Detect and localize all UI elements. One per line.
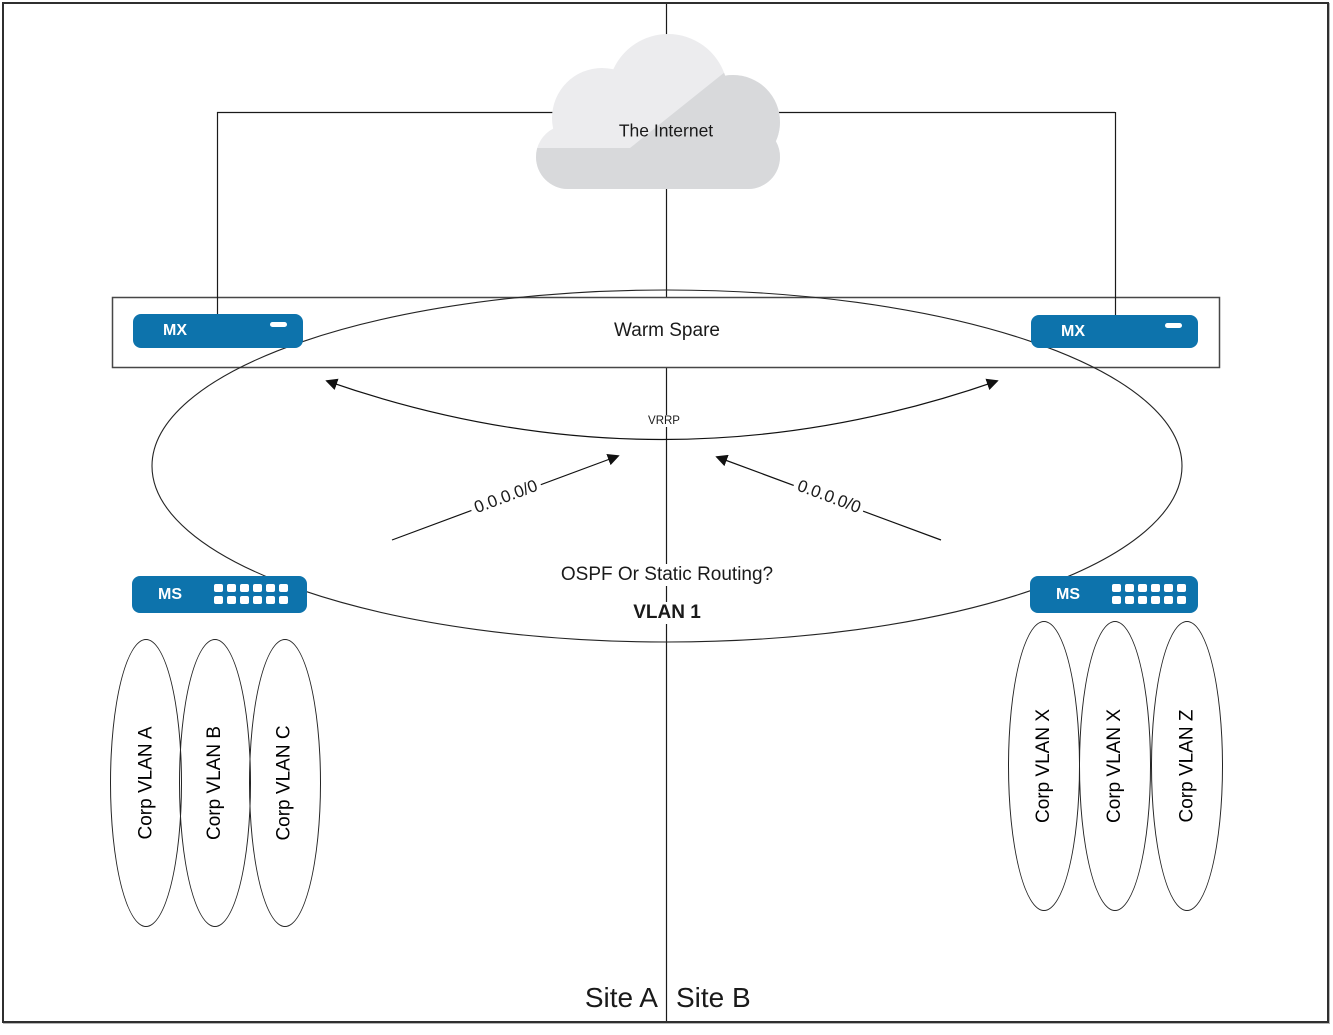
cloud-shape xyxy=(536,34,780,189)
vlan-ellipse-corp-c: Corp VLAN C xyxy=(249,639,321,927)
vlan-label-corp-a: Corp VLAN A xyxy=(135,726,156,840)
site-b-label: Site B xyxy=(676,982,751,1013)
vlan-label-corp-z: Corp VLAN Z xyxy=(1176,709,1198,823)
vlan-ellipse-corp-a: Corp VLAN A xyxy=(110,639,182,927)
site-a-label: Site A xyxy=(584,982,658,1013)
mx-left-label: MX xyxy=(163,322,187,339)
vlan-label-corp-x1: Corp VLAN X xyxy=(1033,708,1055,824)
ms-left-ports-icon xyxy=(214,584,288,604)
internet-cloud xyxy=(536,34,780,189)
internet-label: The Internet xyxy=(618,120,714,141)
vlan-label-corp-x2: Corp VLAN X xyxy=(1104,708,1126,824)
ms-switch-left: MS xyxy=(132,576,307,613)
vlan-ellipse-corp-x2: Corp VLAN X xyxy=(1079,621,1151,911)
vlan-ellipse-corp-x1: Corp VLAN X xyxy=(1008,621,1080,911)
ms-right-ports-icon xyxy=(1112,584,1186,604)
vlan-label-corp-c: Corp VLAN C xyxy=(274,725,296,841)
mx-left-status-led-icon xyxy=(270,322,287,327)
routing-question-label: OSPF Or Static Routing? xyxy=(555,564,779,586)
mx-right-label: MX xyxy=(1061,322,1085,340)
mx-appliance-left: MX xyxy=(133,314,303,348)
vlan-label-corp-b: Corp VLAN B xyxy=(204,725,226,841)
mx-right-status-led-icon xyxy=(1165,323,1182,328)
vlan-ellipse-corp-z: Corp VLAN Z xyxy=(1151,621,1223,911)
vlan-ellipse-corp-b: Corp VLAN B xyxy=(179,639,251,927)
ms-switch-right: MS xyxy=(1030,576,1198,613)
vrrp-label: VRRP xyxy=(645,415,683,427)
vrrp-arc-arrow xyxy=(325,378,999,441)
vlan1-label: VLAN 1 xyxy=(628,602,706,624)
ms-right-label: MS xyxy=(1056,585,1080,603)
vlan1-domain-ellipse xyxy=(151,289,1183,643)
mx-appliance-right: MX xyxy=(1031,315,1198,348)
warm-spare-label: Warm Spare xyxy=(614,320,720,341)
ms-left-label: MS xyxy=(158,585,182,603)
